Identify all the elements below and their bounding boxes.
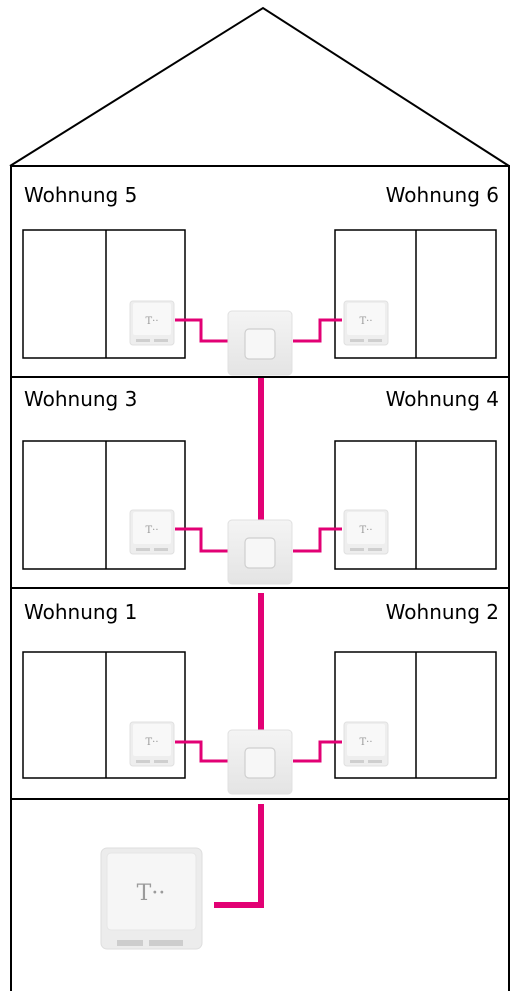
- socket-logo: T··: [359, 737, 372, 748]
- cable-branches: [175, 318, 342, 763]
- socket-wohnung-5: T··: [129, 300, 175, 346]
- socket-wohnung-1: T··: [129, 721, 175, 767]
- cable-to-socket-6: [293, 318, 342, 343]
- apartment-6-rooms: [334, 229, 497, 359]
- apartment-label-6: Wohnung 6: [385, 183, 499, 207]
- cable-to-socket-4: [293, 527, 342, 553]
- apartment-label-2: Wohnung 2: [385, 600, 499, 624]
- apartment-4-rooms: [334, 440, 497, 570]
- socket-wohnung-3: T··: [129, 509, 175, 555]
- distribution-box-floor-3: [227, 310, 293, 376]
- distribution-box-floor-2: [227, 519, 293, 585]
- socket-logo: T··: [359, 525, 372, 536]
- socket-logo: T··: [145, 316, 158, 327]
- cable-to-socket-3: [175, 527, 228, 553]
- cable-to-socket-1: [175, 740, 228, 763]
- socket-wohnung-6: T··: [343, 300, 389, 346]
- cable-to-socket-5: [175, 318, 228, 343]
- socket-wohnung-2: T··: [343, 721, 389, 767]
- socket-wohnung-4: T··: [343, 509, 389, 555]
- cable-riser-to-router: [214, 804, 264, 908]
- house-roof: [9, 6, 510, 167]
- socket-logo: T··: [145, 525, 158, 536]
- socket-logo: T··: [359, 316, 372, 327]
- router-logo: T··: [137, 881, 166, 906]
- cable-to-socket-2: [293, 740, 342, 763]
- apartment-label-3: Wohnung 3: [24, 387, 138, 411]
- distribution-box-floor-1: [227, 729, 293, 795]
- main-router: T··: [100, 847, 203, 950]
- apartment-1-rooms: [22, 651, 186, 779]
- apartment-3-rooms: [22, 440, 186, 570]
- apartment-5-rooms: [22, 229, 186, 359]
- apartment-label-1: Wohnung 1: [24, 600, 138, 624]
- cable-network: [214, 378, 264, 908]
- apartment-label-4: Wohnung 4: [385, 387, 499, 411]
- apartment-2-rooms: [334, 651, 497, 779]
- socket-logo: T··: [145, 737, 158, 748]
- apartment-label-5: Wohnung 5: [24, 183, 138, 207]
